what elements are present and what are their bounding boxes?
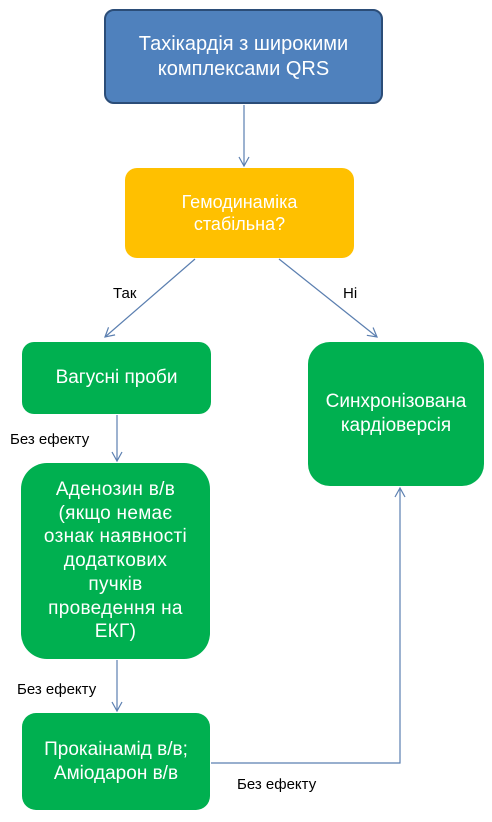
decision-node-text: Гемодинаміка стабільна? — [181, 191, 298, 235]
procainamide-node-text: Прокаінамід в/в; Аміодарон в/в — [44, 738, 188, 784]
edge-label-no: Ні — [343, 285, 358, 302]
arrow-procainamide-to-cardioversion — [211, 486, 406, 764]
cardioversion-node-text: Синхронізована кардіоверсія — [325, 391, 467, 436]
start-node-wide-qrs-tachycardia: Тахікардія з широкими комплексами QRS — [104, 9, 383, 104]
action-node-synchronized-cardioversion: Синхронізована кардіоверсія — [308, 342, 484, 486]
start-node-text: Тахікардія з широкими комплексами QRS — [138, 32, 349, 80]
edge-label-yes: Так — [113, 285, 137, 302]
action-node-procainamide-amiodarone: Прокаінамід в/в; Аміодарон в/в — [22, 713, 210, 810]
action-node-adenosine: Аденозин в/в (якщо немає ознак наявності… — [21, 463, 210, 659]
action-node-vagal-maneuvers: Вагусні проби — [22, 342, 211, 414]
edge-label-no-effect-vagal: Без ефекту — [10, 431, 90, 448]
decision-node-hemodynamics-stable: Гемодинаміка стабільна? — [125, 168, 354, 258]
arrow-decision-to-cardioversion — [278, 258, 378, 338]
edge-label-no-effect-procainamide: Без ефекту — [237, 776, 317, 793]
edge-label-no-effect-adenosine: Без ефекту — [17, 681, 97, 698]
vagal-node-text: Вагусні проби — [55, 367, 178, 389]
adenosine-node-text: Аденозин в/в (якщо немає ознак наявності… — [43, 478, 188, 643]
arrow-decision-to-vagal — [104, 258, 196, 338]
